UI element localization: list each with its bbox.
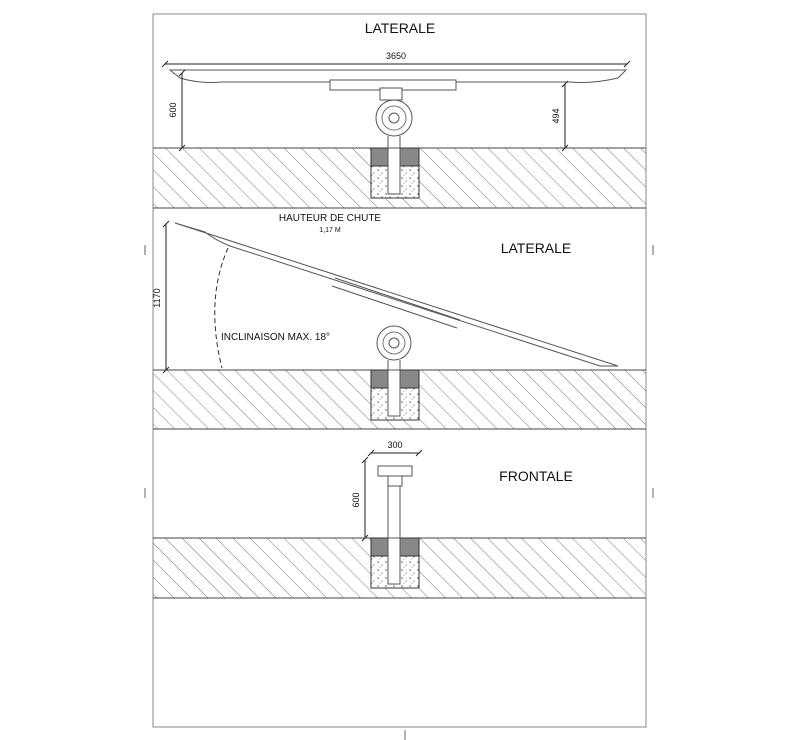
height-dimension: 600 bbox=[351, 492, 361, 507]
view-middle-lateral: LATERALE HAUTEUR DE CHUTE 1,17 M 1170 IN… bbox=[152, 213, 646, 430]
view-title: LATERALE bbox=[501, 240, 572, 256]
handle-bar bbox=[377, 465, 413, 477]
fall-height-value: 1,17 M bbox=[319, 227, 341, 234]
seesaw-beam bbox=[168, 69, 628, 83]
left-height-dimension: 600 bbox=[168, 102, 178, 117]
view-top-lateral: LATERALE 3650 600 494 bbox=[153, 20, 646, 209]
tilted-beam bbox=[174, 222, 619, 367]
tilt-arc bbox=[214, 247, 229, 369]
width-dimension: 3650 bbox=[386, 51, 406, 61]
registration-marks bbox=[144, 245, 654, 740]
tilt-label: INCLINAISON MAX. 18° bbox=[221, 332, 330, 343]
pivot-hub bbox=[376, 325, 412, 361]
right-height-dimension: 494 bbox=[551, 108, 561, 123]
pivot-hub bbox=[375, 99, 413, 137]
width-dimension: 300 bbox=[387, 440, 402, 450]
tilted-beam-plate bbox=[334, 277, 461, 321]
height-dimension: 1170 bbox=[152, 288, 162, 307]
view-bottom-frontal: FRONTALE 300 600 bbox=[153, 440, 646, 599]
fall-height-label: HAUTEUR DE CHUTE bbox=[279, 213, 382, 224]
view-title: LATERALE bbox=[365, 20, 436, 36]
view-title: FRONTALE bbox=[499, 468, 573, 484]
